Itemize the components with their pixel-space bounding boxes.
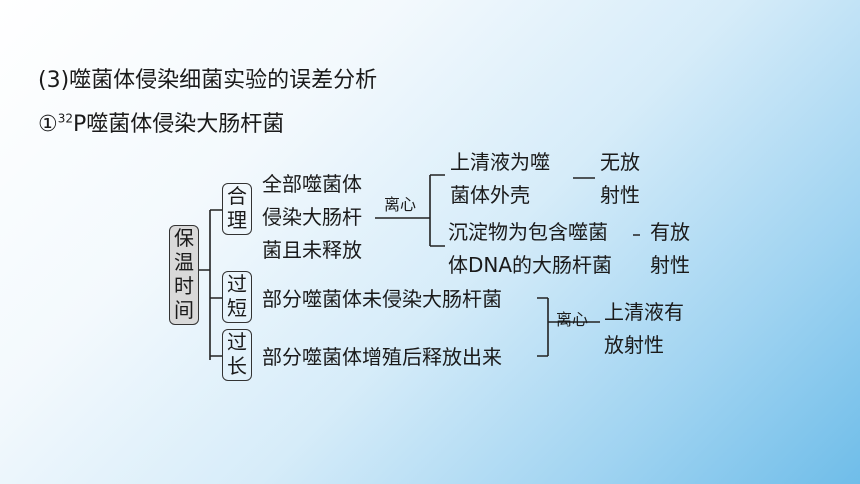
box-too-short: 过短 [222, 271, 252, 323]
box-too-long: 过长 [222, 329, 252, 381]
outcome1-right: 无放 射性 [600, 150, 640, 207]
outcome3: 上清液有 放射性 [604, 300, 684, 357]
centrifuge-label-top: 离心 [384, 195, 417, 214]
outcome2-left: 沉淀物为包含噬菌 体DNA的大肠杆菌 [448, 220, 613, 277]
outcome2-right: 有放 射性 [650, 220, 690, 277]
subheading: ①32P噬菌体侵染大肠杆菌 [38, 111, 285, 137]
outcome1-left: 上清液为噬 菌体外壳 [450, 150, 550, 207]
reasonable-desc: 全部噬菌体 侵染大肠杆 菌且未释放 [262, 172, 362, 262]
too-short-desc: 部分噬菌体未侵染大肠杆菌 [262, 287, 502, 311]
centrifuge-label-bottom: 离心 [556, 310, 589, 329]
root-box-heat-time: 保温时间 [169, 225, 199, 325]
too-long-desc: 部分噬菌体增殖后释放出来 [262, 345, 502, 369]
heading: (3)噬菌体侵染细菌实验的误差分析 [38, 68, 378, 93]
box-reasonable: 合理 [222, 183, 252, 235]
